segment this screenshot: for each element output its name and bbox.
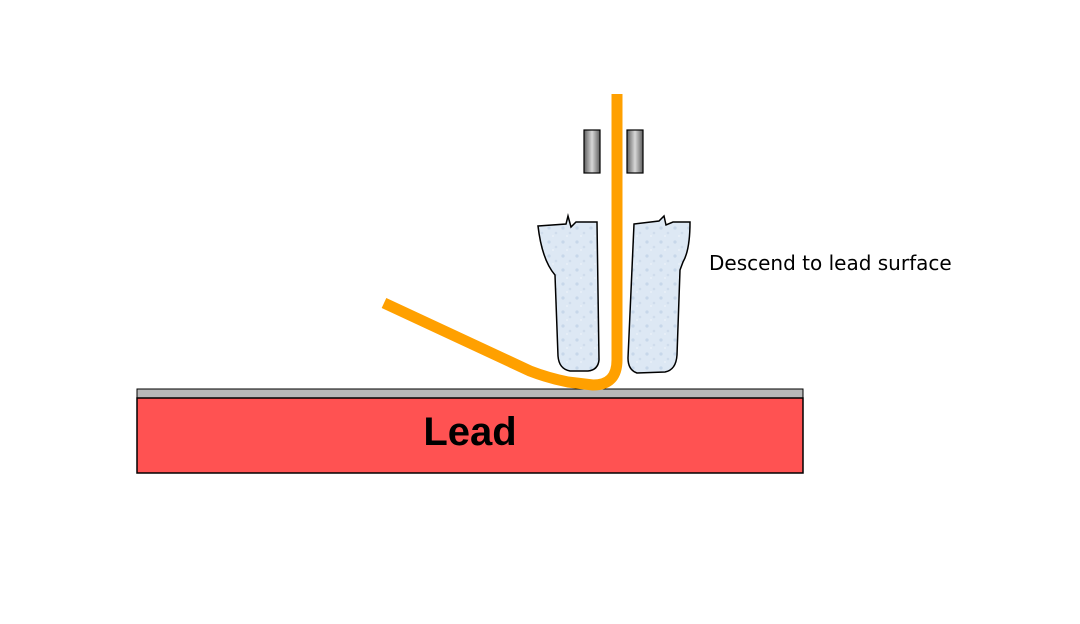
bond-wire-icon xyxy=(381,94,623,391)
wire-clamp-icon xyxy=(583,129,644,174)
capillary-right-half xyxy=(627,214,691,374)
step-caption: Descend to lead surface xyxy=(709,251,952,275)
lead-surface-strip xyxy=(136,388,804,399)
lead-label: Lead xyxy=(423,410,516,454)
wire-clamp-right xyxy=(626,129,644,174)
wire-clamp-left xyxy=(583,129,601,174)
capillary-tool-icon xyxy=(537,213,691,374)
lead-block: Lead xyxy=(136,388,804,474)
lead-body xyxy=(136,397,804,474)
capillary-left-half xyxy=(537,213,600,372)
